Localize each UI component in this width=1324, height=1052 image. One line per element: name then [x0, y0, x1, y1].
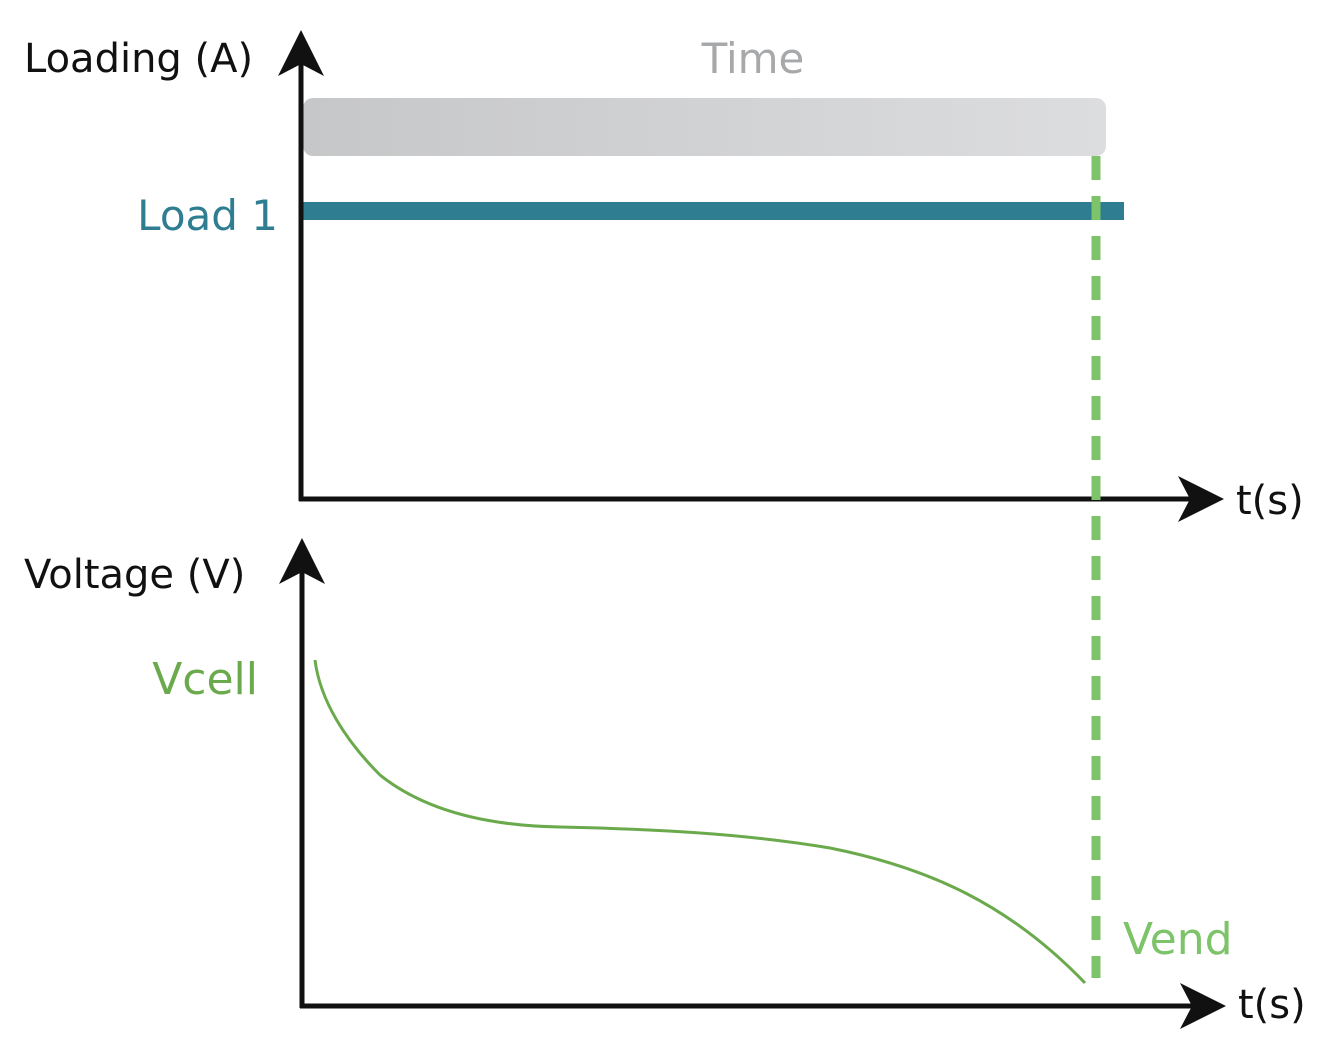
- voltage-chart: Vcell Vend Voltage (V) t(s): [24, 538, 1306, 1029]
- time-bar: [303, 98, 1106, 156]
- voltage-x-axis-arrowhead: [1180, 983, 1226, 1029]
- voltage-y-axis-arrowhead: [279, 538, 325, 584]
- voltage-y-axis-label: Voltage (V): [24, 552, 245, 598]
- loading-y-axis-label: Loading (A): [24, 36, 253, 82]
- load-1-label: Load 1: [137, 191, 278, 240]
- loading-chart: Time Load 1 Loading (A) t(s): [24, 30, 1304, 524]
- time-bar-label: Time: [701, 34, 805, 83]
- vcell-label: Vcell: [152, 654, 258, 705]
- voltage-curve: [313, 659, 1087, 985]
- voltage-x-axis-label: t(s): [1238, 982, 1306, 1028]
- loading-x-axis-arrowhead: [1178, 476, 1224, 522]
- loading-y-axis-arrowhead: [278, 30, 324, 76]
- vend-label: Vend: [1123, 914, 1233, 965]
- loading-x-axis-label: t(s): [1236, 478, 1304, 524]
